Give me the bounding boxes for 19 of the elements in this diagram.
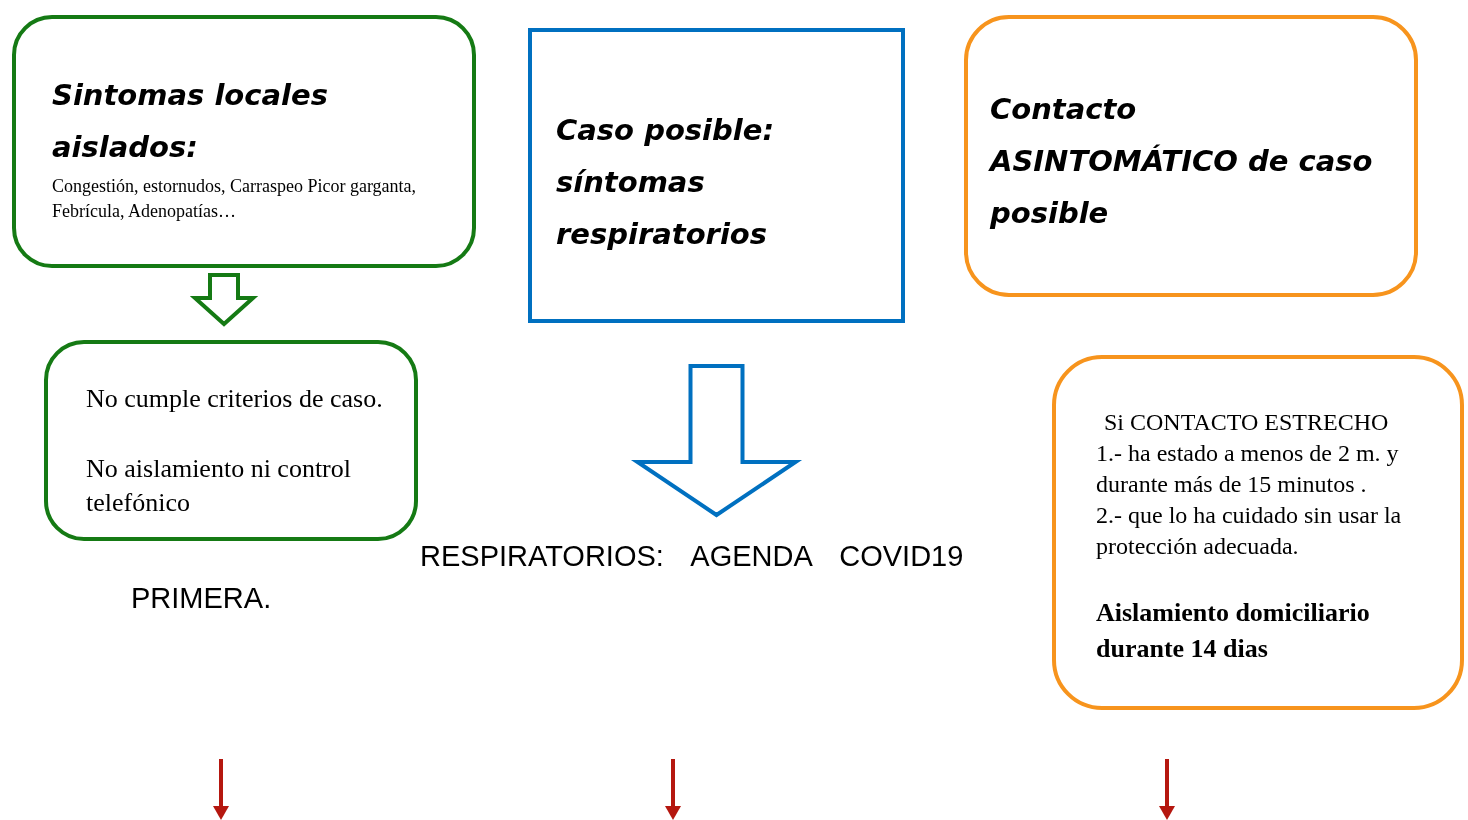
- rounded-box: [12, 15, 476, 268]
- note-text: RESPIRATORIOS: AGENDA COVID19: [420, 540, 964, 573]
- instruction-text: Aislamiento domiciliario durante 14 dias: [1096, 597, 1371, 665]
- rounded-box: [964, 15, 1418, 297]
- process-box: [528, 28, 905, 323]
- rounded-box: [44, 340, 418, 541]
- rounded-box: [1052, 355, 1464, 710]
- box-text: No aislamiento ni control telefónico: [86, 453, 352, 519]
- hollow-arrow: [630, 364, 803, 518]
- box-heading: Si CONTACTO ESTRECHO: [1104, 408, 1390, 437]
- criteria-text: 1.- ha estado a menos de 2 m. y durante más de 15 minutos .: [1096, 439, 1400, 499]
- criteria-text: 2.- que lo ha cuidado sin usar la protección adecuada.: [1096, 501, 1403, 561]
- box-text: No cumple criterios de caso.: [86, 383, 384, 415]
- box-title: Caso posible: síntomas respiratorios: [556, 112, 775, 253]
- note-text: PRIMERA.: [131, 582, 272, 615]
- box-title: Sintomas locales aislados:: [52, 77, 329, 166]
- hollow-arrow: [189, 273, 259, 327]
- box-title: Contacto ASINTOMÁTICO de caso posible: [990, 91, 1374, 232]
- symptom-list: Congestión, estornudos, Carraspeo Picor garganta, Febrícula, Adenopatías…: [52, 174, 472, 224]
